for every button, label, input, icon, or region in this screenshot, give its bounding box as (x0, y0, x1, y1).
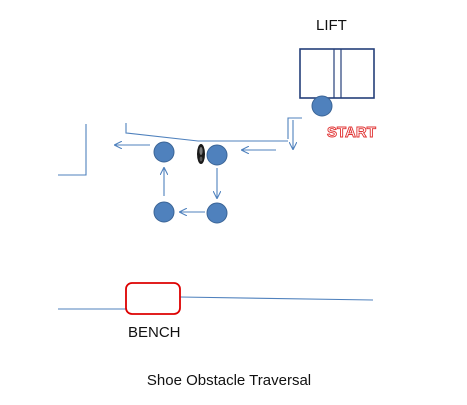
diagram-caption: Shoe Obstacle Traversal (147, 372, 311, 389)
node-bottom-left (153, 201, 175, 223)
node-top-right (206, 144, 228, 166)
node-bottom-right (206, 202, 228, 224)
lift (299, 48, 375, 99)
start-node (311, 95, 333, 117)
bench-box (125, 282, 181, 315)
bench-label: BENCH (128, 324, 181, 341)
node-top-left (153, 141, 175, 163)
lift-label: LIFT (316, 17, 347, 34)
lift-box (299, 48, 375, 99)
lift-return-line (287, 117, 302, 139)
shoe-icon (197, 144, 205, 164)
floor-line-right (179, 296, 374, 301)
start-label: START (327, 124, 376, 141)
left-wall (58, 124, 87, 176)
top-path-line (125, 123, 288, 142)
